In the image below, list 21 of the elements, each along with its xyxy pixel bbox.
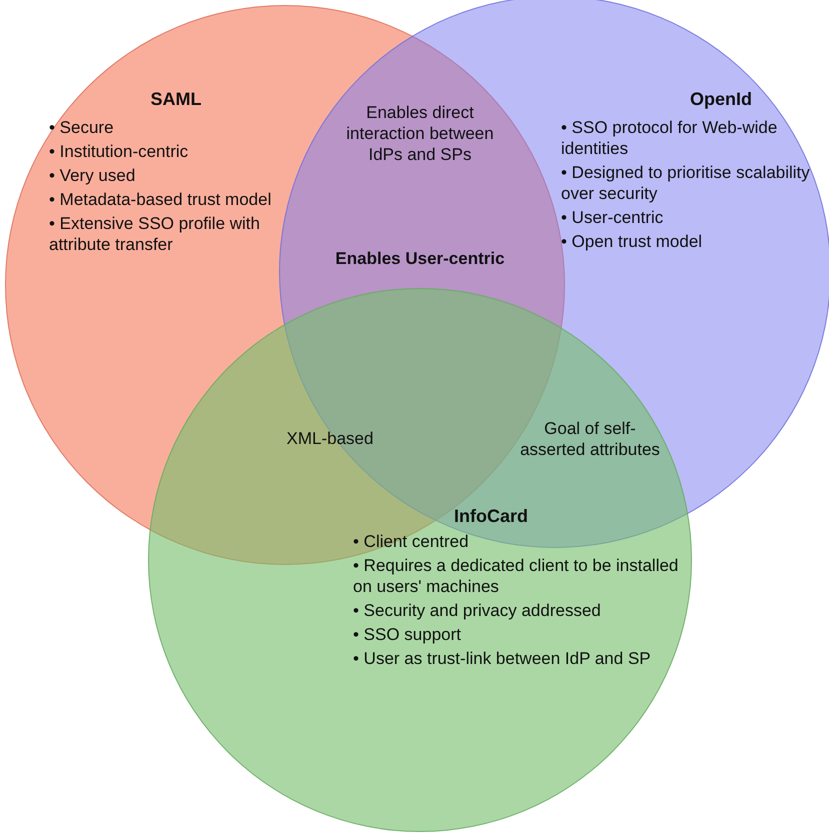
bullet-item: • Open trust model [561, 231, 704, 252]
circle-heading: SAML [150, 89, 202, 110]
bullet-item: • Secure [49, 117, 115, 138]
bullet-item: • Designed to prioritise scalability over security [561, 162, 811, 204]
bullet-item: • Very used [49, 165, 136, 186]
bullet-item: • SSO support [353, 624, 462, 645]
overlap-label: Enables User-centric [334, 248, 506, 269]
bullet-item: • User-centric [561, 207, 664, 228]
overlap-label: XML-based [286, 428, 374, 449]
bullet-item: • Requires a dedicated client to be installed on users' machines [353, 555, 680, 597]
bullet-item: • Extensive SSO profile with attribute transfer [49, 213, 261, 255]
bullet-item: • Client centred [353, 531, 470, 552]
bullet-item: • Security and privacy addressed [353, 600, 602, 621]
overlap-label: Goal of self-asserted attributes [520, 418, 660, 460]
bullet-item: • SSO protocol for Web-wide identities [561, 117, 778, 159]
circle-heading: OpenId [689, 89, 753, 110]
bullet-item: • Institution-centric [49, 141, 190, 162]
bullet-item: • Metadata-based trust model [49, 189, 272, 210]
overlap-label: Enables direct interaction between IdPs and SPs [345, 102, 495, 165]
circle-heading: InfoCard [453, 506, 529, 527]
bullet-item: • User as trust-link between IdP and SP [353, 648, 652, 669]
